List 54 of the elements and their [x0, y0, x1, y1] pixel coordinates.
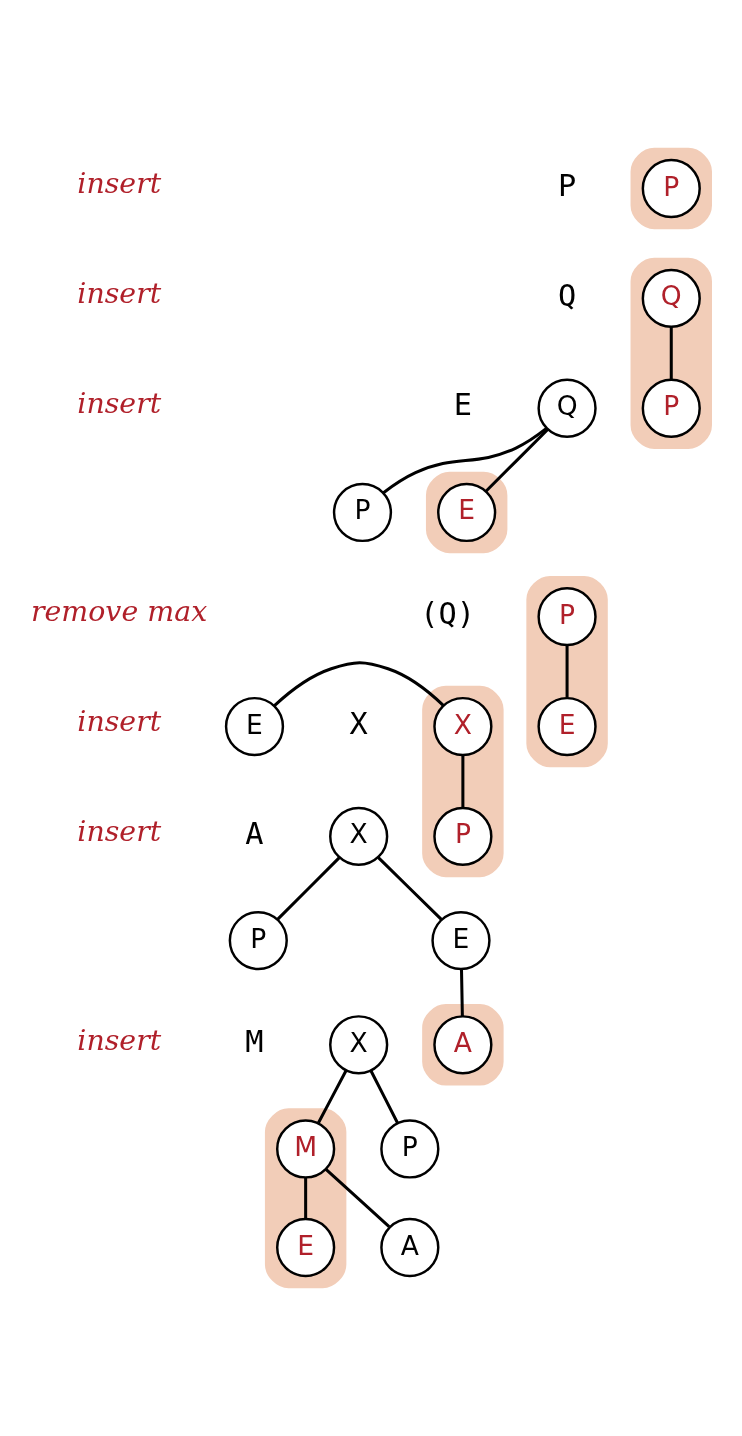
cluster: [422, 1004, 504, 1086]
node-circle: E: [276, 1217, 336, 1278]
node-circle: P: [332, 482, 393, 543]
connector: [273, 661, 445, 707]
label: insert: [77, 705, 162, 739]
label: A: [245, 815, 264, 851]
label: P: [557, 167, 577, 203]
label: Q: [557, 277, 577, 313]
cluster: [630, 147, 712, 230]
node-circle: P: [641, 378, 701, 438]
connector: [276, 856, 341, 921]
label: insert: [77, 815, 162, 849]
node-circle: Q: [537, 378, 597, 438]
label: insert: [77, 277, 162, 311]
node-circle: E: [437, 482, 497, 543]
node-circle: P: [433, 806, 493, 867]
node-circle: M: [276, 1119, 336, 1179]
node-circle: P: [228, 910, 288, 971]
node-circle: A: [380, 1217, 440, 1278]
connector: [369, 1070, 399, 1124]
node-circle: X: [433, 696, 493, 757]
cluster: [630, 257, 712, 449]
cluster: [425, 471, 508, 554]
node-circle: E: [224, 696, 285, 757]
label: X: [349, 705, 368, 741]
label: (Q): [420, 595, 476, 631]
connector: [304, 1177, 308, 1219]
label: M: [245, 1023, 264, 1059]
label: insert: [77, 387, 162, 420]
connector: [669, 327, 673, 380]
node-circle: E: [537, 696, 597, 757]
cluster: [422, 685, 504, 878]
cluster: [264, 1108, 347, 1289]
connector: [460, 969, 464, 1016]
cluster: [526, 575, 608, 768]
node-circle: E: [431, 910, 491, 971]
connector: [484, 428, 549, 493]
connector: [317, 1069, 348, 1124]
label: insert: [77, 1023, 162, 1057]
connector: [565, 645, 569, 698]
label: E: [453, 387, 472, 423]
connector: [377, 856, 443, 921]
label: remove max: [30, 595, 208, 629]
connector: [382, 427, 548, 494]
connector: [461, 755, 465, 808]
node-circle: P: [537, 587, 597, 647]
node-circle: X: [329, 806, 389, 867]
label: insert: [77, 167, 162, 201]
node-circle: X: [329, 1015, 389, 1075]
connector: [324, 1168, 391, 1228]
node-circle: P: [380, 1119, 440, 1179]
node-circle: A: [433, 1015, 493, 1075]
node-circle: P: [641, 158, 701, 219]
node-circle: Q: [641, 268, 701, 329]
